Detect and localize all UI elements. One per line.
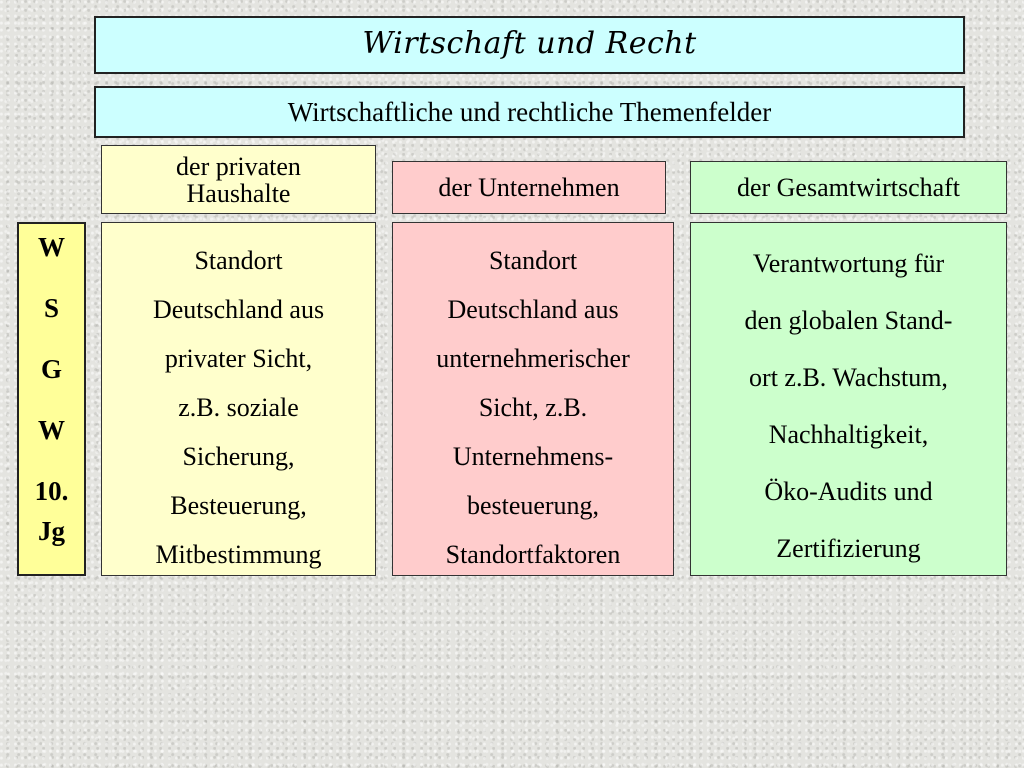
households-line: Deutschland aus [152, 295, 325, 324]
economy-line: ort z.B. Wachstum, [749, 363, 948, 392]
header-households-text: der privaten Haushalte [176, 153, 301, 207]
side-label-item: G [40, 354, 62, 384]
households-line: z.B. soziale [178, 393, 299, 422]
side-label-item: W [38, 232, 65, 262]
side-label-item: Jg [38, 516, 65, 546]
page-subtitle: Wirtschaftliche und rechtliche Themenfel… [287, 96, 772, 127]
companies-line: unternehmerischer [436, 344, 630, 373]
households-line: Standort [194, 246, 283, 275]
column-households: Standort Deutschland aus privater Sicht,… [101, 222, 376, 576]
companies-line: besteuerung, [466, 491, 600, 520]
economy-text-list: Verantwortung für den globalen Stand- or… [745, 235, 953, 577]
households-line: Besteuerung, [170, 491, 307, 520]
economy-line: den globalen Stand- [744, 306, 953, 335]
households-line: Mitbestimmung [155, 540, 322, 569]
column-companies: Standort Deutschland aus unternehmerisch… [392, 222, 674, 576]
companies-line: Sicht, z.B. [478, 393, 588, 422]
column-economy: Verantwortung für den globalen Stand- or… [690, 222, 1007, 576]
companies-line: Unternehmens- [452, 442, 614, 471]
economy-line: Verantwortung für [752, 249, 945, 278]
companies-line: Standortfaktoren [445, 540, 621, 569]
header-economy: der Gesamtwirtschaft [690, 161, 1007, 214]
header-households-line1: der privaten [176, 151, 301, 181]
households-text-list: Standort Deutschland aus privater Sicht,… [153, 236, 324, 579]
side-label-item: W [38, 415, 65, 445]
companies-text-list: Standort Deutschland aus unternehmerisch… [436, 236, 629, 579]
header-economy-text: der Gesamtwirtschaft [736, 172, 961, 202]
households-line: privater Sicht, [164, 344, 313, 373]
page-title: Wirtschaft und Recht [362, 26, 697, 61]
title-box: Wirtschaft und Recht [94, 16, 965, 74]
header-companies: der Unternehmen [392, 161, 666, 214]
side-label-list: W S G W 10. Jg [35, 232, 69, 546]
header-households: der privaten Haushalte [101, 145, 376, 214]
header-companies-text: der Unternehmen [438, 172, 620, 202]
households-line: Sicherung, [182, 442, 295, 471]
companies-line: Standort [488, 246, 578, 275]
economy-line: Nachhaltigkeit, [768, 420, 929, 449]
subtitle-box: Wirtschaftliche und rechtliche Themenfel… [94, 86, 965, 138]
side-label-item: 10. [34, 476, 69, 506]
economy-line: Öko-Audits und [764, 477, 933, 506]
side-label-box: W S G W 10. Jg [17, 222, 86, 576]
companies-line: Deutschland aus [447, 295, 619, 324]
side-label-item: S [43, 293, 60, 323]
header-households-line2: Haushalte [186, 178, 291, 208]
economy-line: Zertifizierung [776, 534, 921, 563]
